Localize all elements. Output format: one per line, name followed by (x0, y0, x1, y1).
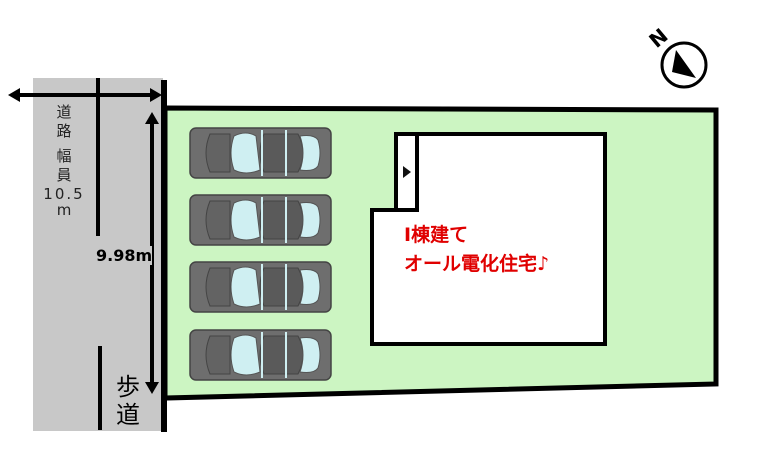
road-width-label: 道 路 幅 員 10.5 m (40, 103, 88, 219)
arrowhead-right-icon (150, 88, 162, 102)
sidewalk-char: 道 (116, 401, 140, 429)
road-label-char: 道 (56, 103, 72, 121)
sidewalk-char: 歩 (116, 373, 140, 401)
parking-car (189, 127, 332, 179)
arrowhead-left-icon (8, 88, 20, 102)
sidewalk-label: 歩 道 (116, 373, 140, 429)
parking-car (189, 194, 332, 246)
road-width-value: 10.5 (43, 185, 85, 203)
road-width-unit: m (56, 201, 72, 219)
entrance-arrow-icon (403, 166, 411, 178)
road-label-char: 員 (56, 166, 72, 184)
compass-icon (660, 41, 708, 89)
road-label-char: 幅 (56, 147, 72, 165)
arrowhead-up-icon (145, 112, 159, 124)
building-line-1: Ⅰ棟建て (404, 224, 469, 246)
frontage-label: 9.98m (96, 246, 153, 265)
arrowhead-down-icon (145, 382, 159, 394)
parking-car (189, 261, 332, 313)
road-label-char: 路 (56, 122, 72, 140)
building-text: Ⅰ棟建て オール電化住宅♪ (404, 221, 549, 279)
parking-car (189, 329, 332, 381)
building-line-2: オール電化住宅♪ (404, 253, 550, 275)
